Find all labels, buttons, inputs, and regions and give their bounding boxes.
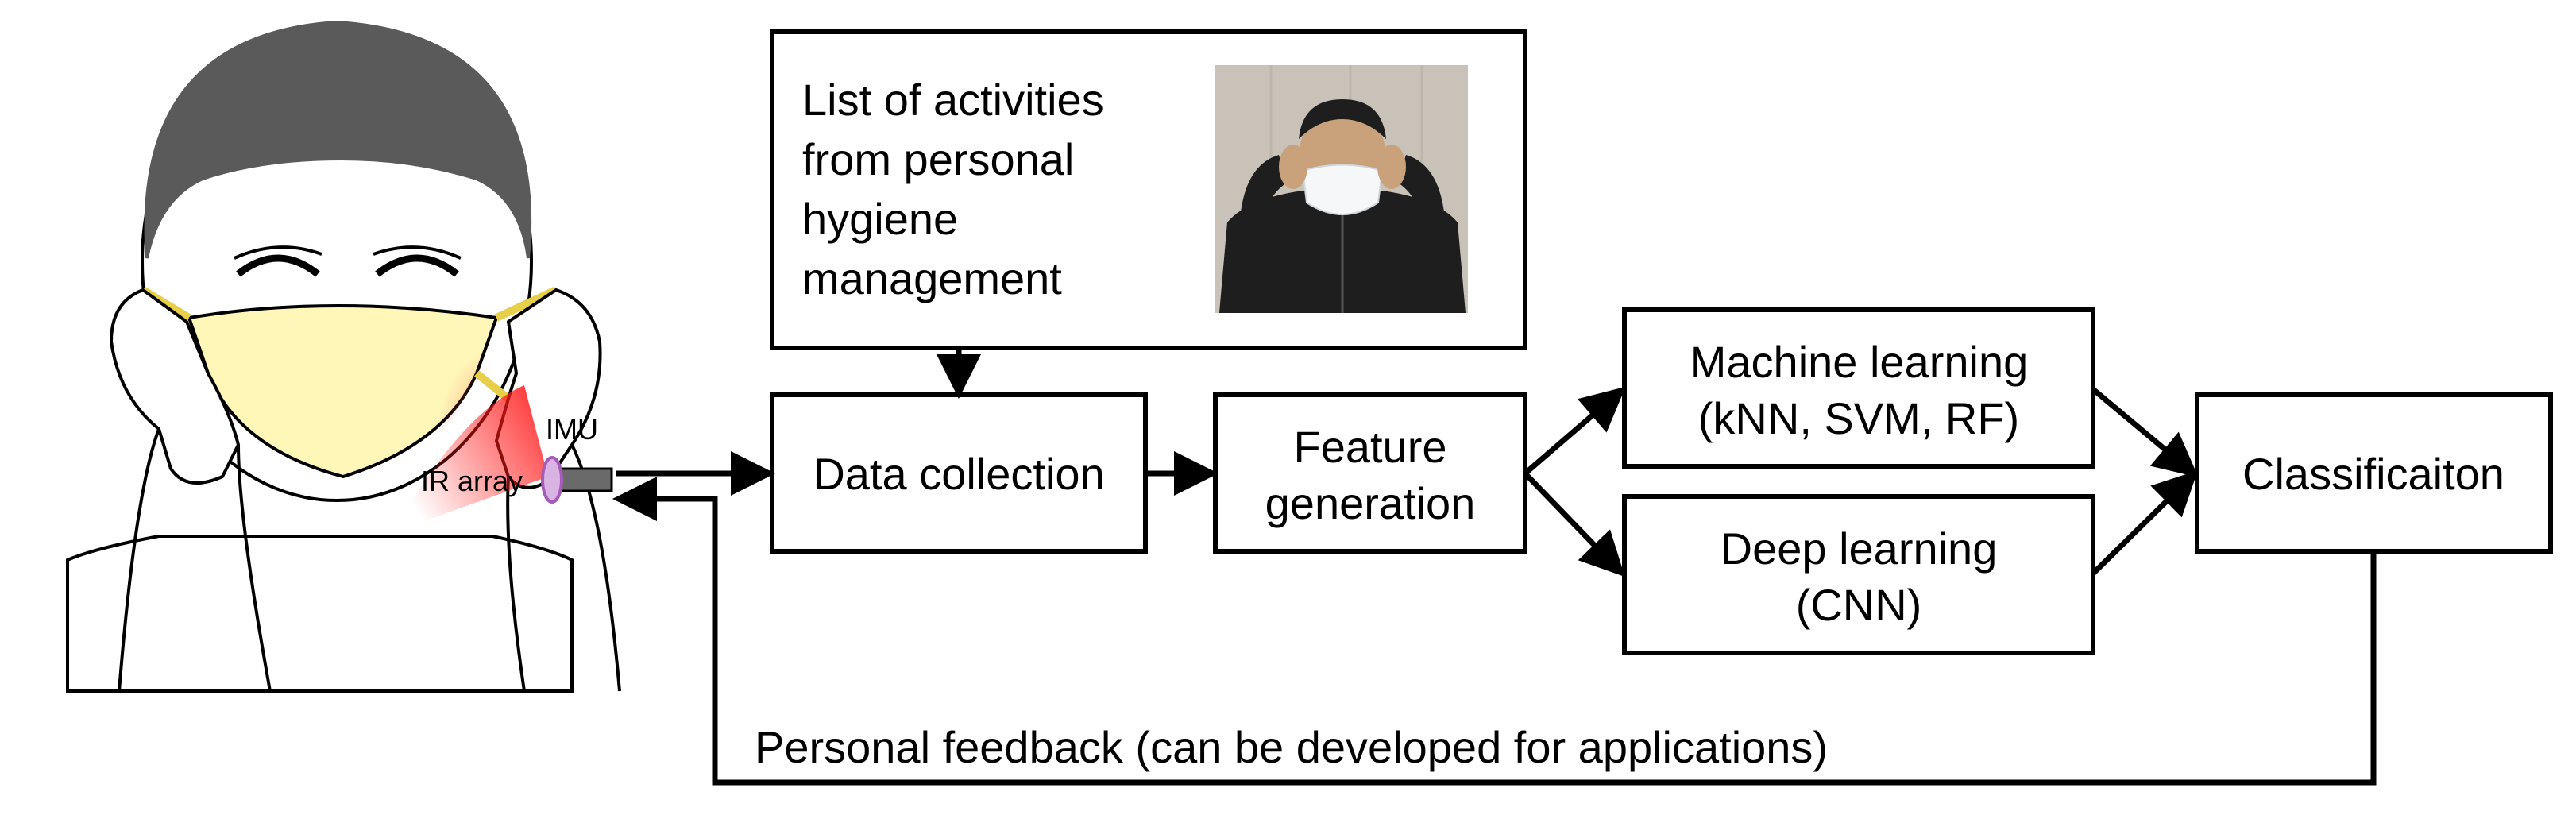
- person-illustration: [66, 20, 621, 693]
- right-eye-lash: [373, 245, 462, 260]
- imu-label: IMU: [546, 413, 598, 446]
- machine-learning-line-2: (kNN, SVM, RF): [1698, 393, 2019, 443]
- activity-photo: [1215, 65, 1468, 313]
- left-hand: [109, 288, 241, 485]
- wristband: [554, 467, 613, 492]
- feature-generation-line-1: Feature: [1294, 422, 1447, 472]
- ir-beam: [393, 385, 548, 532]
- deep-learning-box: [1622, 494, 2095, 655]
- mask-glow: [397, 318, 496, 469]
- deep-learning-line-1: Deep learning: [1721, 523, 1998, 574]
- classification-box: [2195, 392, 2553, 554]
- arrow-feature-to-ml: [1523, 386, 1626, 476]
- right-eye: [375, 254, 459, 277]
- left-eye-lash: [234, 245, 322, 260]
- activity-list-line-2: from personal: [802, 134, 1074, 184]
- classification-label: Classificaiton: [2242, 449, 2505, 499]
- activity-list-line-4: management: [802, 253, 1062, 303]
- hair: [144, 20, 532, 259]
- data-collection-label: Data collection: [813, 449, 1104, 499]
- torso: [66, 535, 574, 693]
- left-eye: [236, 254, 320, 277]
- machine-learning-box: [1622, 307, 2095, 469]
- activity-list-line-1: List of activities: [802, 75, 1104, 125]
- feedback-label: Personal feedback (can be developed for …: [755, 722, 1828, 772]
- feedback-loop: [612, 477, 2377, 786]
- arrow-dl-to-class: [2091, 470, 2198, 576]
- imu-sensor: [541, 456, 563, 504]
- left-arm: [118, 428, 272, 692]
- arrow-ml-to-class: [2091, 387, 2199, 477]
- deep-learning-line-2: (CNN): [1796, 580, 1922, 630]
- data-collection-box: [770, 392, 1148, 554]
- ir-array-label: IR array: [421, 465, 523, 497]
- feature-generation-line-2: generation: [1265, 478, 1476, 528]
- arrow-feature-to-dl: [1523, 471, 1625, 577]
- right-arm: [506, 444, 621, 692]
- machine-learning-line-1: Machine learning: [1690, 337, 2028, 387]
- arrows: [612, 348, 2377, 786]
- activity-list-line-3: hygiene: [802, 194, 958, 244]
- right-strap-top: [494, 286, 558, 322]
